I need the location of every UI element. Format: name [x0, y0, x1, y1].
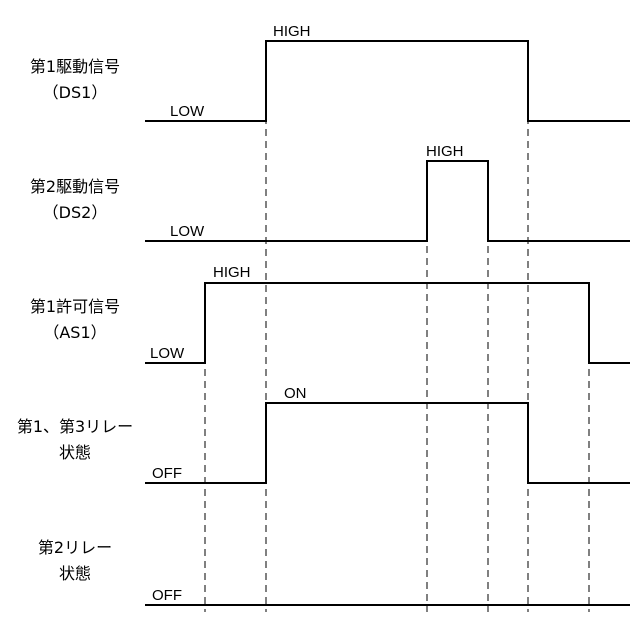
signal-4-high-label: ON [284, 385, 307, 402]
signal-3-waveform [145, 283, 630, 363]
signal-2-waveform [145, 161, 630, 241]
signal-1-name: 第1駆動信号 [30, 57, 120, 76]
signal-1-waveform [145, 41, 630, 121]
signal-3-low-label: LOW [150, 345, 185, 362]
signal-2-sub: （DS2） [43, 203, 108, 222]
signal-3-sub: （AS1） [43, 323, 106, 342]
signal-5-name: 第2リレー [38, 538, 112, 557]
signal-2-low-label: LOW [170, 223, 205, 240]
signal-1-sub: （DS1） [43, 83, 108, 102]
signal-4-waveform [145, 403, 630, 483]
level-labels: LOW HIGH LOW HIGH LOW HIGH OFF ON OFF [150, 23, 464, 604]
signal-3-name: 第1許可信号 [30, 297, 120, 316]
signal-5-low-label: OFF [152, 587, 182, 604]
signal-1-high-label: HIGH [273, 23, 311, 40]
signal-2-high-label: HIGH [426, 143, 464, 160]
signal-2-name: 第2駆動信号 [30, 177, 120, 196]
signal-labels: 第1駆動信号 （DS1） 第2駆動信号 （DS2） 第1許可信号 （AS1） 第… [17, 57, 133, 583]
signal-4-low-label: OFF [152, 465, 182, 482]
signal-4-sub: 状態 [59, 443, 91, 462]
signal-4-name: 第1、第3リレー [17, 417, 133, 436]
waveforms [145, 41, 630, 605]
signal-1-low-label: LOW [170, 103, 205, 120]
signal-3-high-label: HIGH [213, 264, 251, 281]
signal-5-sub: 状態 [59, 564, 91, 583]
time-guides [205, 45, 589, 612]
